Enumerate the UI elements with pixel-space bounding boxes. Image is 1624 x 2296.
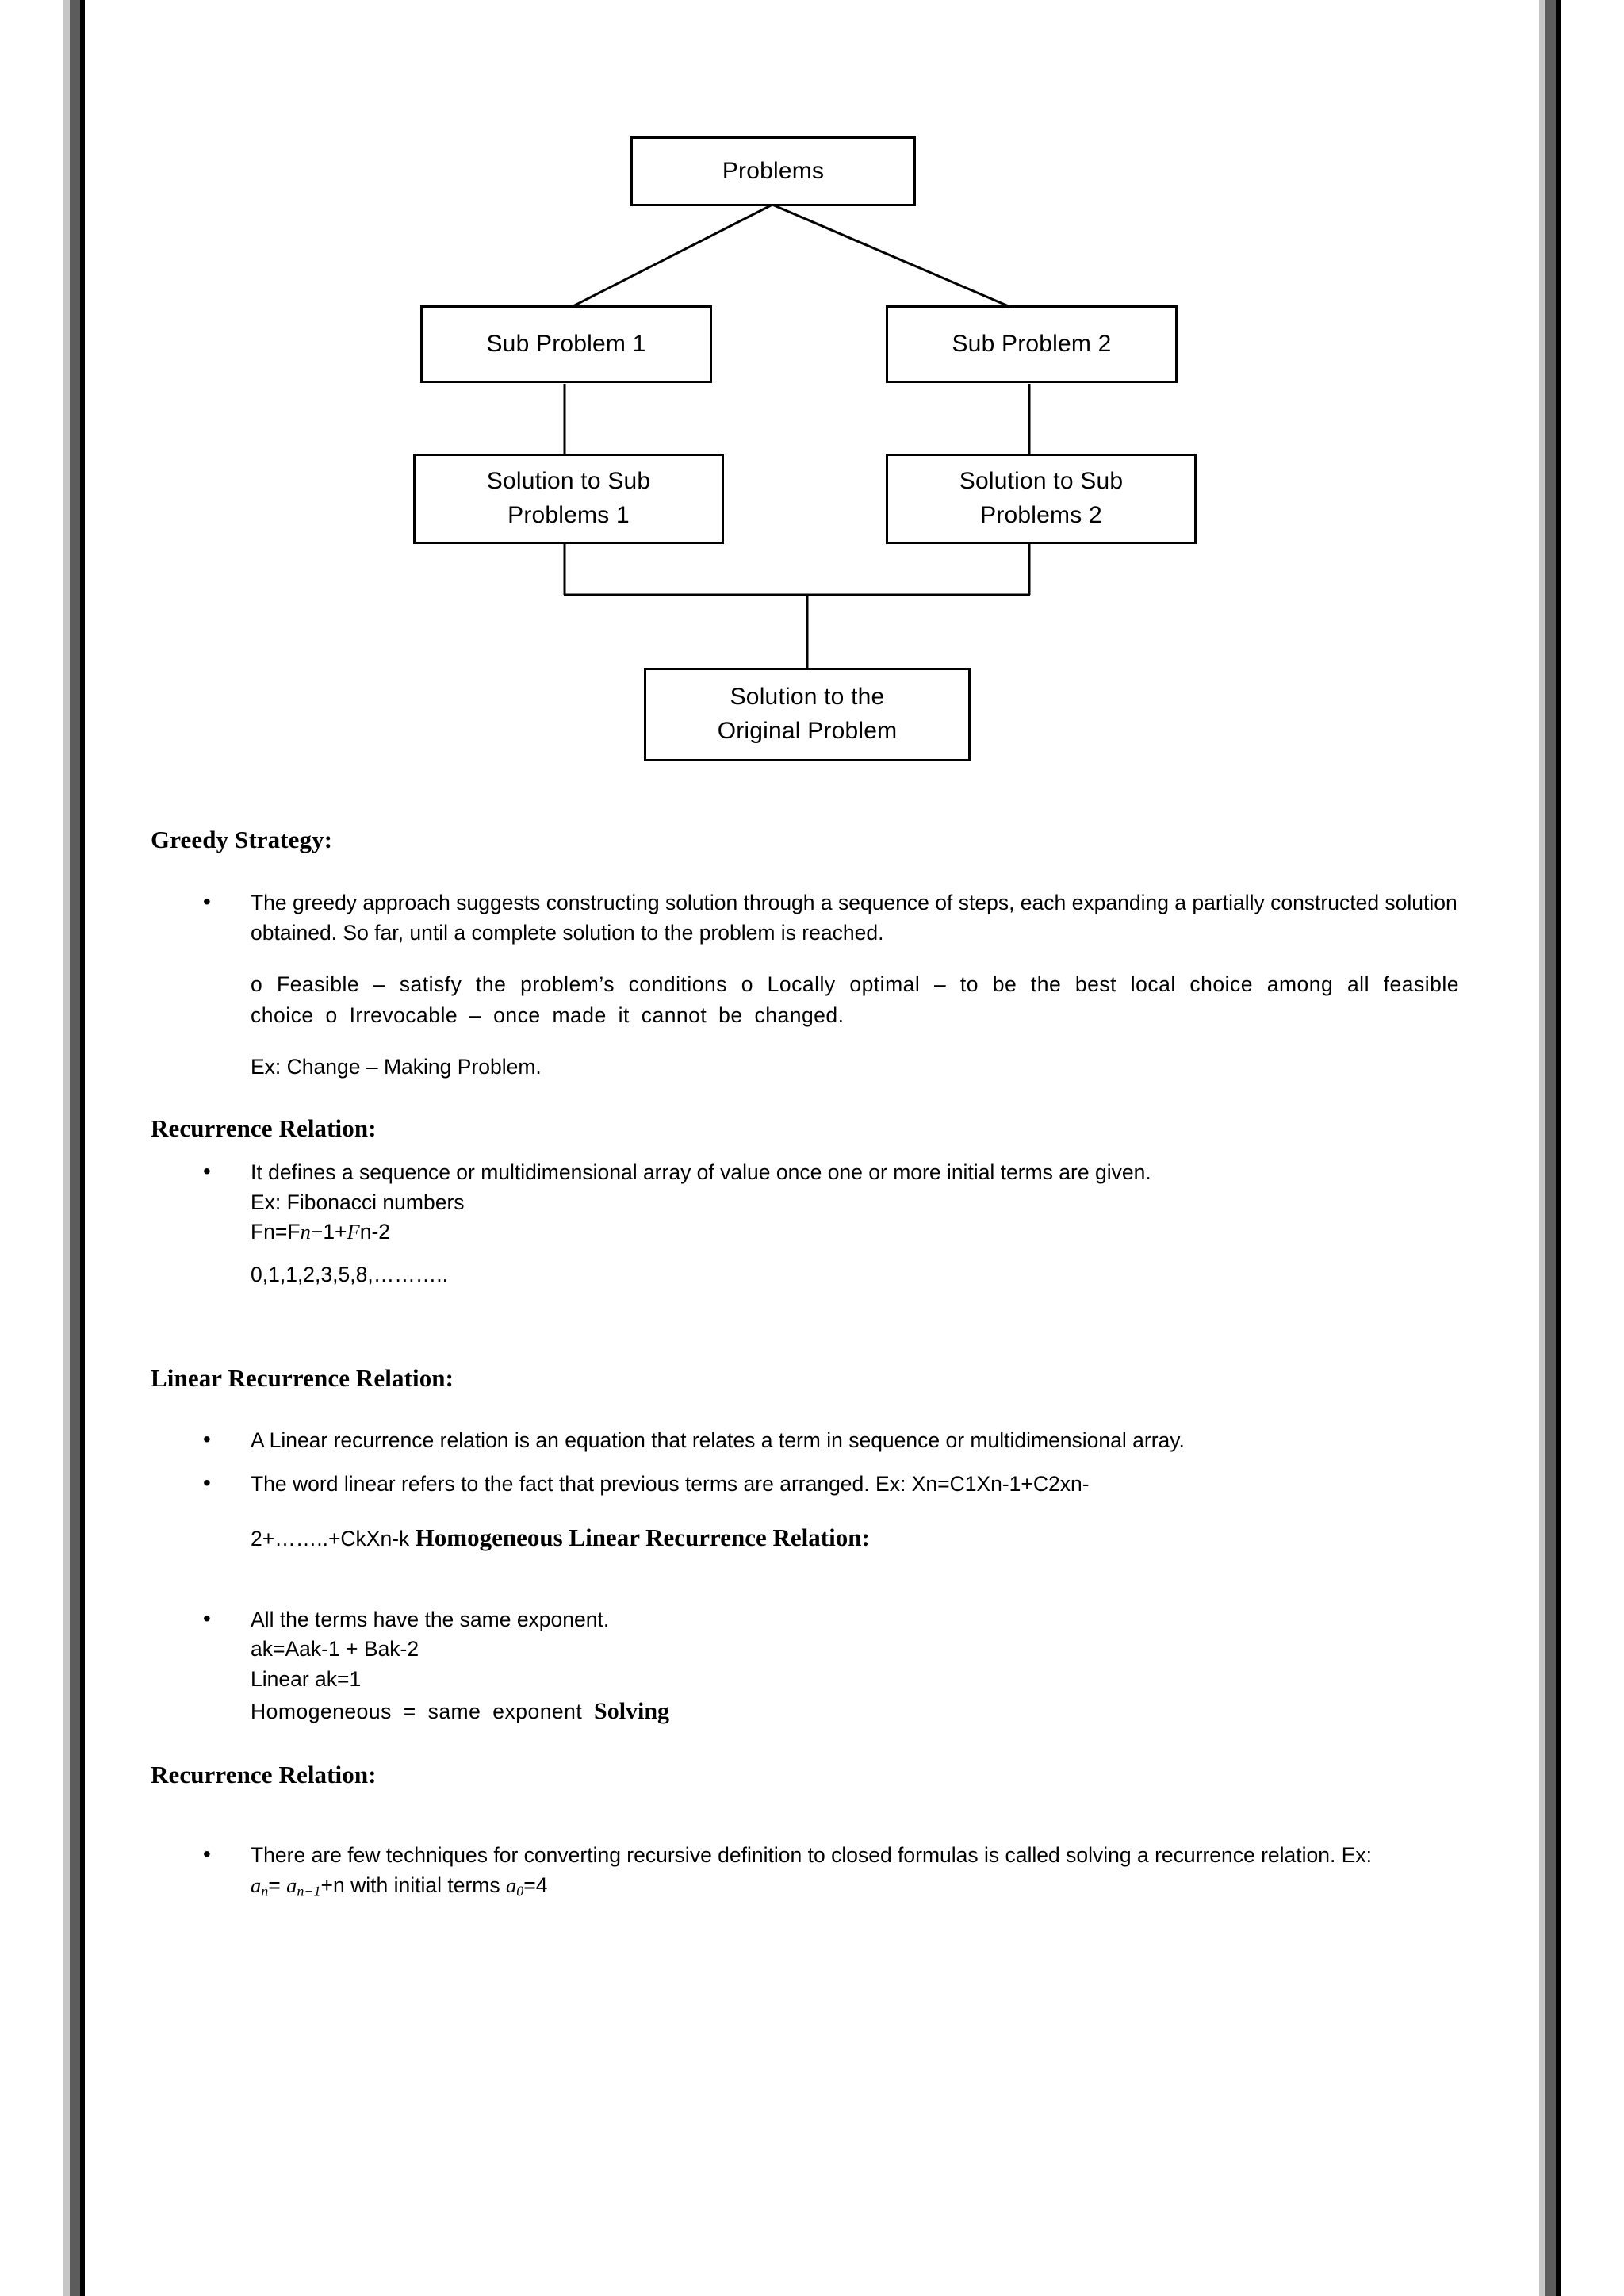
diagram-node-root-label: Problems [722, 157, 825, 184]
recurrence-example-label: Ex: Fibonacci numbers [251, 1190, 465, 1214]
diagram-node-root: Problems [630, 136, 916, 206]
linear-bullet-list-2: The word linear refers to the fact that … [151, 1467, 1459, 1500]
solving-label: Solving [594, 1697, 670, 1724]
list-item: All the terms have the same exponent. [151, 1603, 1459, 1635]
diagram-node-sub-problem-1-label: Sub Problem 1 [486, 330, 646, 357]
linear-bullet-list: A Linear recurrence relation is an equat… [151, 1424, 1459, 1456]
heading-linear-recurrence-relation: Linear Recurrence Relation: [151, 1363, 454, 1392]
diagram-node-final-solution: Solution to the Original Problem [644, 668, 971, 761]
closed-form-mid: +n with initial terms [320, 1872, 506, 1897]
closed-form-a3: a [505, 1872, 517, 1897]
heading-greedy-strategy: Greedy Strategy: [151, 826, 333, 853]
list-item: There are few techniques for converting … [151, 1838, 1459, 1871]
diagram-node-sub-problem-2: Sub Problem 2 [886, 305, 1178, 383]
diagram-node-sub-problem-1: Sub Problem 1 [420, 305, 712, 383]
linear-continuation-text: 2+……..+CkXn-k [251, 1526, 416, 1550]
exponent-bullet-list: All the terms have the same exponent. [151, 1603, 1459, 1635]
page-border-band-light-left [63, 0, 70, 2296]
diagram-node-solution-sub-1-line2: Problems 1 [508, 502, 630, 528]
formula-homogeneous: Homogeneous = same exponent Solving [251, 1695, 1459, 1729]
page-border-band-black-right [1556, 0, 1561, 2296]
page-border-band-dark-right [1545, 0, 1556, 2296]
heading-recurrence-relation-1: Recurrence Relation: [151, 1114, 377, 1143]
diagram-node-final-solution-line2: Original Problem [717, 718, 898, 744]
closed-form-sub3: 0 [516, 1883, 524, 1899]
page-border-band-dark-left [70, 0, 80, 2296]
fibonacci-formula-part3: n-2 [359, 1220, 391, 1244]
diagram-node-solution-sub-2: Solution to Sub Problems 2 [886, 454, 1197, 544]
list-item: The greedy approach suggests constructin… [151, 886, 1459, 949]
greedy-bullet-list: The greedy approach suggests constructin… [151, 886, 1459, 949]
diagram-node-solution-sub-1: Solution to Sub Problems 1 [413, 454, 724, 544]
list-item: The word linear refers to the fact that … [151, 1467, 1459, 1500]
formula-ak: ak=Aak-1 + Bak-2 [251, 1637, 419, 1662]
fibonacci-sequence: 0,1,1,2,3,5,8,……….. [251, 1262, 448, 1286]
greedy-example: Ex: Change – Making Problem. [251, 1054, 542, 1079]
formula-linear-ak: Linear ak=1 [251, 1666, 362, 1691]
fibonacci-formula-F: F [347, 1220, 360, 1244]
heading-recurrence-relation-2: Recurrence Relation: [151, 1761, 377, 1789]
closed-form-eq: = [268, 1872, 287, 1897]
homogeneous-linear-recurrence-heading: Homogeneous Linear Recurrence Relation: [415, 1523, 870, 1551]
recurrence-bullet-list: It defines a sequence or multidimensiona… [151, 1156, 1459, 1188]
diagram-node-sub-problem-2-label: Sub Problem 2 [952, 330, 1112, 357]
list-item: It defines a sequence or multidimensiona… [151, 1156, 1459, 1188]
solving-bullet-list: There are few techniques for converting … [151, 1838, 1459, 1871]
fibonacci-formula-part2: −1+ [310, 1220, 347, 1244]
closed-form-end: =4 [523, 1872, 548, 1897]
list-item: A Linear recurrence relation is an equat… [151, 1424, 1459, 1456]
closed-form-sub1: n [261, 1883, 269, 1899]
greedy-criteria-paragraph: o Feasible – satisfy the problem’s condi… [251, 972, 1459, 1027]
diagram-node-final-solution-line1: Solution to the [730, 684, 885, 711]
divide-and-conquer-diagram: Problems Sub Problem 1 Sub Problem 2 Sol… [0, 0, 1624, 809]
closed-form-formula: an= an−1+n with initial terms a0=4 [251, 1871, 1459, 1902]
diagram-node-solution-sub-2-line1: Solution to Sub [959, 468, 1124, 495]
fibonacci-formula-n: n [300, 1220, 311, 1244]
fibonacci-formula: Fn=Fn−1+Fn-2 [251, 1217, 1459, 1248]
diagram-node-solution-sub-1-line1: Solution to Sub [486, 468, 651, 495]
closed-form-a2: a [286, 1872, 297, 1897]
formula-homogeneous-text: Homogeneous = same exponent [251, 1699, 583, 1723]
linear-continuation-line: 2+……..+CkXn-k Homogeneous Linear Recurre… [251, 1520, 1459, 1555]
closed-form-sub2: n−1 [297, 1883, 321, 1899]
page-border-band-light-right [1539, 0, 1545, 2296]
fibonacci-formula-part1: Fn=F [251, 1220, 301, 1244]
closed-form-a1: a [251, 1872, 262, 1897]
diagram-node-solution-sub-2-line2: Problems 2 [980, 502, 1102, 528]
page-border-band-black-left [80, 0, 85, 2296]
document-body: Greedy Strategy: The greedy approach sug… [151, 825, 1459, 1902]
